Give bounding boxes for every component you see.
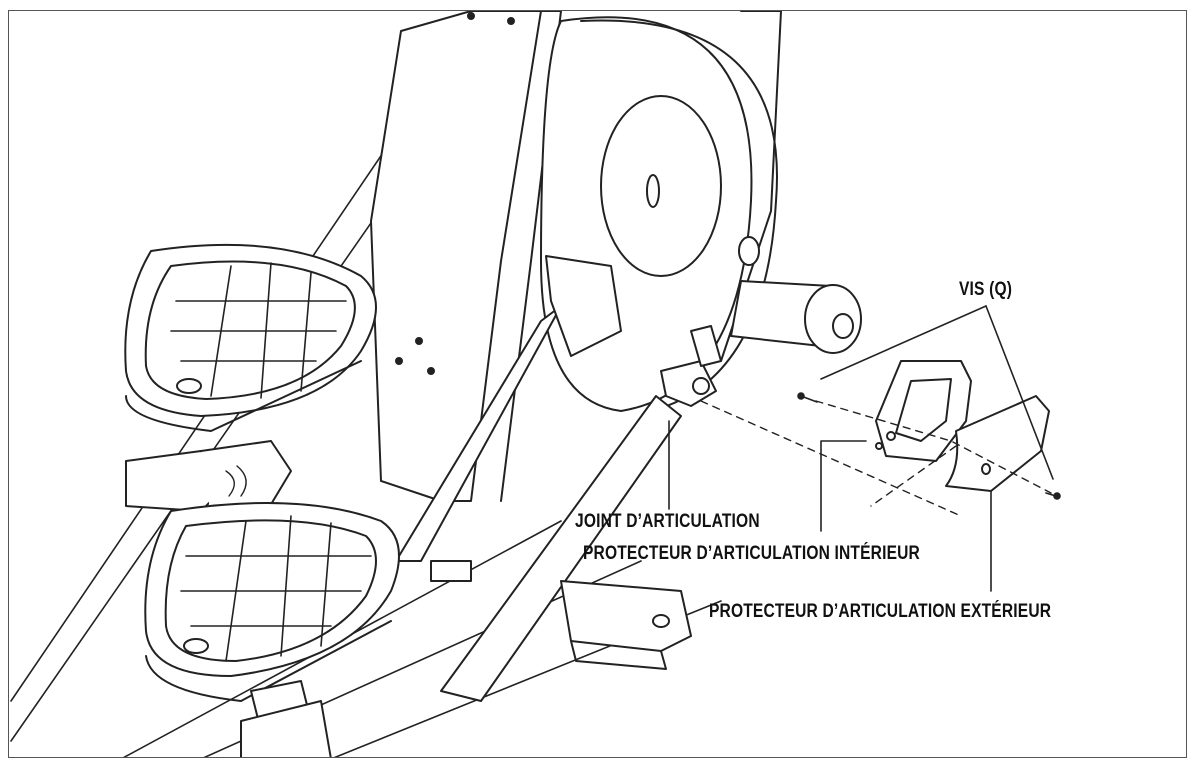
inner-guard-callout: PROTECTEUR D’ARTICULATION INTÉRIEUR (583, 543, 920, 564)
front-wheel-housing (560, 580, 692, 670)
pedal-rear (124, 243, 377, 522)
articulation-joint (660, 325, 722, 407)
inner-guard-part (875, 360, 972, 462)
pedal-front (144, 502, 400, 757)
screw-callout: VIS (Q) (959, 279, 1013, 300)
frame-upright (370, 11, 562, 502)
outer-guard-callout: PROTECTEUR D’ARTICULATION EXTÉRIEUR (709, 601, 1052, 622)
connecting-arm (395, 255, 682, 702)
joint-callout: JOINT D’ARTICULATION (575, 511, 760, 532)
rear-stabilizer (730, 236, 862, 354)
assembly-lines (700, 400, 1052, 517)
leader-lines (668, 305, 1054, 592)
elliptical-assembly-drawing (10, 11, 1061, 757)
screws (797, 392, 1061, 500)
diagram-frame: VIS (Q) JOINT D’ARTICULATION PROTECTEUR … (8, 10, 1187, 758)
